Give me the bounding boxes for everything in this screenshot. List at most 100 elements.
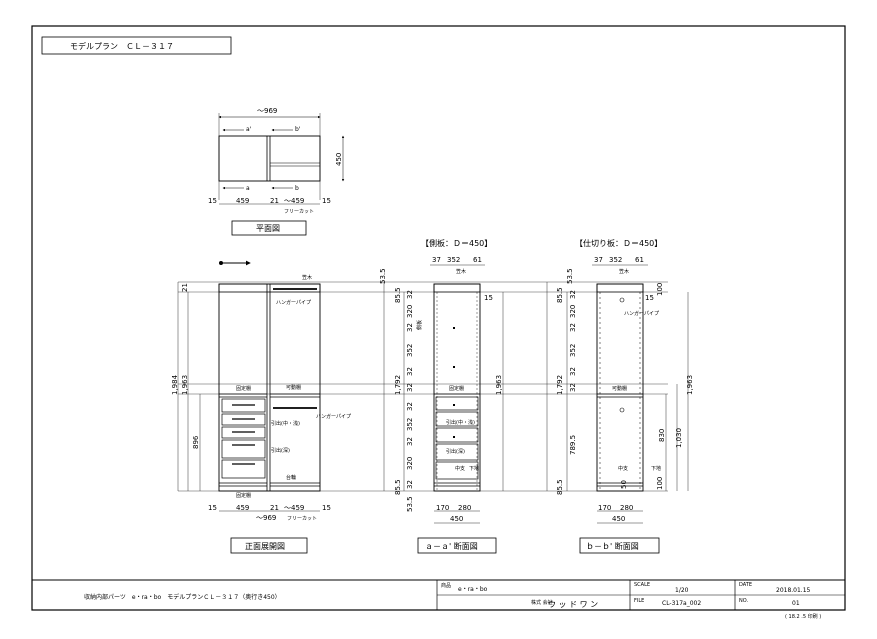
section-a-col-2: 32 bbox=[406, 323, 414, 332]
plan-view-title: 平面図 bbox=[256, 224, 280, 233]
section-a-col-6: 32 bbox=[406, 402, 414, 411]
title-file-label: FILE bbox=[634, 598, 644, 604]
title-footer: ( 18.2 .5 印刷 ) bbox=[785, 613, 821, 620]
front-label-kickplate: 台輪 bbox=[286, 474, 296, 481]
front-overall-width: ～969 bbox=[256, 514, 276, 522]
section-b-label-kickplate: 下地 bbox=[651, 465, 661, 472]
section-b-title: ｂ－ｂ' 断面図 bbox=[586, 541, 639, 551]
section-b-dim-1963: 1,963 bbox=[686, 375, 694, 395]
section-b-col-1: 320 bbox=[569, 305, 577, 318]
plan-section-a-bottom: a bbox=[246, 185, 250, 192]
section-b-dim-7895: 789.5 bbox=[569, 435, 577, 455]
section-b-label-mid-mullion: 中支 bbox=[618, 465, 628, 472]
plan-section-a-top: a' bbox=[246, 126, 252, 133]
plan-section-b-top: b' bbox=[295, 126, 301, 133]
plan-title-box bbox=[231, 220, 307, 236]
section-b: 【仕切り板：Ｄ＝450】 37 352 61 笠木 ハンガーパイプ 可動棚 中支… bbox=[546, 238, 694, 554]
front-lower-height: 896 bbox=[192, 435, 200, 449]
section-a-title: ａ－ａ' 断面図 bbox=[425, 541, 478, 551]
section-a-dim-280: 280 bbox=[458, 504, 471, 512]
plan-dim-left-width: 459 bbox=[236, 197, 249, 205]
title-description: 収納内部パーツ e・ra・bo モデルプランＣＬ－３１７（奥行き450） bbox=[84, 593, 281, 601]
guide-lines bbox=[178, 281, 668, 492]
section-a-col-9: 320 bbox=[406, 457, 414, 470]
section-b-dim-1792: 1,792 bbox=[556, 375, 564, 395]
front-dim-right-width: ～459 bbox=[284, 504, 304, 512]
plan-overall-width: ～969 bbox=[257, 107, 277, 115]
section-a-col-0: 32 bbox=[406, 290, 414, 299]
section-b-dim-1030: 1,030 bbox=[675, 428, 683, 448]
title-company-label: 株式 会社 bbox=[531, 599, 553, 606]
front-height-total: 1,984 bbox=[171, 374, 179, 395]
section-b-col-0: 32 bbox=[569, 290, 577, 299]
front-free-cut: フリーカット bbox=[287, 516, 317, 522]
section-b-label-movable-shelf: 可動棚 bbox=[612, 385, 627, 392]
section-a: 【側板：Ｄ＝450】 37 352 61 笠木 側板 固定棚 引出(中・浅) bbox=[379, 238, 504, 554]
section-b-dim-61: 61 bbox=[635, 256, 644, 264]
section-b-dim-53-top: 53.5 bbox=[566, 268, 574, 284]
section-a-col-4: 32 bbox=[406, 367, 414, 376]
section-b-dim-50: 50 bbox=[620, 480, 628, 489]
front-dim-gap: 21 bbox=[270, 504, 279, 512]
title-brand: e・ra・bo bbox=[458, 586, 488, 593]
section-a-dim-37: 37 bbox=[432, 256, 441, 264]
plan-free-cut: フリーカット bbox=[284, 209, 314, 215]
section-b-dim-15: 15 bbox=[645, 294, 654, 302]
title-no-label: NO. bbox=[739, 598, 748, 604]
title-file: CL-317a_002 bbox=[662, 600, 701, 607]
front-view-title: 正面展開図 bbox=[245, 542, 285, 551]
title-scale-label: SCALE bbox=[634, 582, 650, 588]
section-b-dim-85-bottom: 85.5 bbox=[556, 479, 564, 495]
section-b-label-pipe: ハンガーパイプ bbox=[624, 310, 659, 317]
section-a-col-1: 320 bbox=[406, 305, 414, 318]
front-label-movable-shelf: 可動棚 bbox=[286, 384, 301, 391]
front-dim-left-margin: 15 bbox=[208, 504, 217, 512]
section-a-dim-1792: 1,792 bbox=[394, 375, 402, 395]
title-date-label: DATE bbox=[739, 582, 752, 588]
section-b-dim-85-top: 85.5 bbox=[556, 287, 564, 303]
front-label-fixed-shelf-left: 固定棚 bbox=[236, 385, 251, 392]
section-b-dim-280: 280 bbox=[620, 504, 633, 512]
title-no: 01 bbox=[792, 600, 800, 607]
section-a-label-mid-mullion: 中支 bbox=[455, 465, 465, 472]
section-a-label-drawer-mid: 引出(中・浅) bbox=[446, 419, 475, 426]
section-a-dim-85-bottom: 85.5 bbox=[394, 479, 402, 495]
section-a-col-7: 352 bbox=[406, 418, 414, 431]
plan-dim-gap: 21 bbox=[270, 197, 279, 205]
section-a-label-top-rail: 笠木 bbox=[456, 268, 466, 275]
front-label-top-rail: 笠木 bbox=[302, 274, 312, 281]
section-b-col-4: 32 bbox=[569, 367, 577, 376]
section-a-dim-170: 170 bbox=[436, 504, 449, 512]
title-brand-label: 商品 bbox=[441, 582, 451, 589]
section-a-dim-352: 352 bbox=[447, 256, 460, 264]
plan-title-box bbox=[41, 36, 232, 55]
section-a-dim-61: 61 bbox=[473, 256, 482, 264]
plan-depth: 450 bbox=[335, 153, 343, 166]
section-a-col-3: 352 bbox=[406, 344, 414, 357]
section-a-heading: 【側板：Ｄ＝450】 bbox=[421, 238, 492, 248]
plan-section-b-bottom: b bbox=[295, 185, 299, 192]
section-a-dim-53-top: 53.5 bbox=[379, 268, 387, 284]
front-dim-right-margin: 15 bbox=[322, 504, 331, 512]
section-a-label-kickplate: 下地 bbox=[469, 465, 479, 472]
plan-title: モデルプラン ＣＬ－３１７ bbox=[70, 41, 174, 51]
section-b-dim-100-bottom: 100 bbox=[656, 477, 664, 490]
front-view: 笠木 ハンガーパイプ 固定棚 固定棚 可動棚 ハンガーパイプ 引出(中・浅) bbox=[171, 274, 351, 554]
plan-view: ～969 a' b' a b 450 15 459 21 ～459 15 フリー… bbox=[208, 107, 345, 236]
plan-dim-right-margin: 15 bbox=[322, 197, 331, 205]
section-b-heading: 【仕切り板：Ｄ＝450】 bbox=[575, 238, 662, 248]
front-label-pipe-lower: ハンガーパイプ bbox=[316, 413, 351, 420]
section-a-dim-1963: 1,963 bbox=[495, 375, 503, 395]
front-height-inner: 1,963 bbox=[181, 375, 189, 395]
section-a-dim-450: 450 bbox=[450, 515, 463, 523]
section-b-dim-830: 830 bbox=[658, 429, 666, 442]
section-b-dim-100-top: 100 bbox=[656, 283, 664, 296]
front-dim-left-width: 459 bbox=[236, 504, 249, 512]
front-label-drawer-mid: 引出(中・浅) bbox=[271, 420, 300, 427]
section-b-dim-170: 170 bbox=[598, 504, 611, 512]
section-b-label-top-rail: 笠木 bbox=[619, 268, 629, 275]
plan-dim-right-width: ～459 bbox=[284, 197, 304, 205]
section-a-label-drawer-deep: 引出(深) bbox=[446, 448, 465, 455]
sheet-frame bbox=[31, 25, 846, 611]
